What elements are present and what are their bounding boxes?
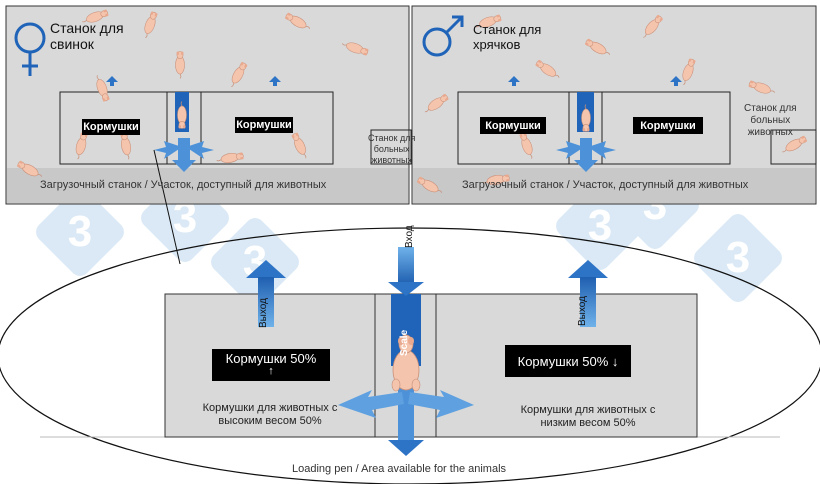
exit-label-left: Выход <box>258 298 269 328</box>
sick-pen-line: Станок для <box>368 133 416 143</box>
exit-arrow-icon <box>106 76 682 86</box>
feeder-high-label: Кормушки 50% <box>225 351 317 366</box>
feeder-box: Кормушки <box>633 117 703 134</box>
caption-line: высоким весом 50% <box>218 415 322 427</box>
loading-pen-label: Loading pen / Area available for the ani… <box>292 463 507 475</box>
scale-label: Scale <box>399 329 410 356</box>
distribution-arrows-right <box>556 138 616 172</box>
loading-area-label: Загрузочный станок / Участок, доступный … <box>40 179 327 191</box>
loading-area-label: Загрузочный станок / Участок, доступный … <box>462 179 749 191</box>
male-symbol-icon <box>422 15 464 57</box>
title-line: хрячков <box>473 37 521 52</box>
up-arrow-icon: ↑ <box>268 365 274 377</box>
feeder-low-box: Кормушки 50% ↓ <box>505 345 631 377</box>
watermark-logo <box>689 209 787 307</box>
title-line: Станок для <box>50 20 124 36</box>
exit-label-right: Выход <box>577 296 588 326</box>
caption-line: Кормушки для животных с <box>520 404 656 416</box>
sick-pen-line: Станок для <box>744 103 797 114</box>
caption-line: низким весом 50% <box>540 417 636 429</box>
female-symbol-icon <box>14 22 46 76</box>
entry-label: Вход <box>404 225 415 248</box>
pig-on-scale-icon <box>391 334 421 392</box>
sick-pen-line: больных <box>373 144 410 154</box>
distribution-arrows <box>338 380 474 456</box>
feeder-box: Кормушки <box>235 117 293 133</box>
title-line: свинок <box>50 36 94 52</box>
feeder-box: Кормушки <box>480 117 546 134</box>
zoom-ellipse <box>0 227 820 484</box>
title-line: Станок для <box>473 22 542 37</box>
feeder-box: Кормушки <box>82 119 140 135</box>
loading-band-left <box>7 168 408 203</box>
caption-line: Кормушки для животных с <box>202 402 338 414</box>
sick-pen-line: животных <box>747 127 793 138</box>
entry-arrow-icon <box>388 247 424 296</box>
exit-right-arrow-icon <box>568 260 608 327</box>
exit-left-arrow-icon <box>246 260 286 327</box>
loading-band-right <box>413 168 815 203</box>
feeder-high-box: Кормушки 50% ↑ <box>212 349 330 381</box>
zoom-connector-line <box>153 149 181 265</box>
sick-pen-line: больных <box>750 115 791 126</box>
distribution-arrows-left <box>154 138 214 172</box>
sick-pen-line: животных <box>371 155 412 165</box>
